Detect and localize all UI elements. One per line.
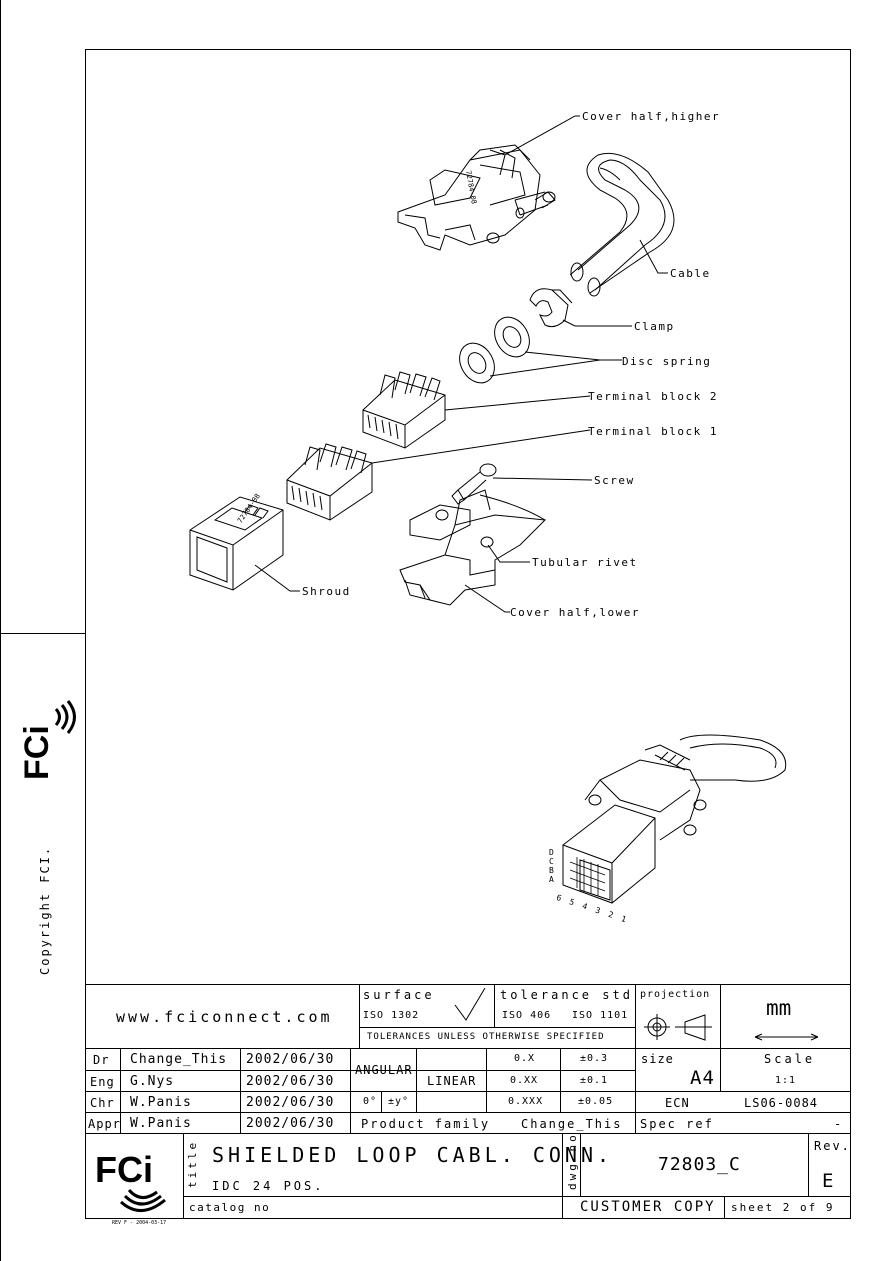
customer-copy: CUSTOMER COPY (580, 1199, 716, 1215)
size-value: A4 (690, 1067, 715, 1089)
copyright-label: Copyright FCI. (38, 845, 52, 975)
label-tubular-rivet: Tubular rivet (532, 556, 638, 569)
angular-label: ANGULAR (355, 1063, 413, 1077)
shroud-part (189, 496, 284, 591)
catalog-label: catalog no (189, 1201, 271, 1214)
name-eng: G.Nys (130, 1074, 175, 1089)
name-chr: W.Panis (130, 1095, 192, 1110)
sheet-indicator: sheet 2 of 9 (731, 1201, 835, 1214)
row-marker: C (549, 857, 554, 866)
fci-logo-side: FCi (18, 700, 76, 780)
tolerance-std-1: ISO 406 (502, 1010, 552, 1021)
label-cover-half-higher: Cover half,higher (582, 110, 721, 123)
svg-text:FCi: FCi (95, 1149, 153, 1190)
assembled-view (562, 734, 787, 904)
scale-value: 1:1 (775, 1075, 797, 1086)
label-cover-half-lower: Cover half,lower (510, 606, 640, 619)
dwg-no-label: dwg no (566, 1132, 579, 1190)
date-eng: 2002/06/30 (246, 1074, 335, 1089)
product-family-value: Change_This (521, 1117, 623, 1131)
row-marker: D (549, 848, 554, 857)
website[interactable]: www.fciconnect.com (116, 1008, 333, 1026)
label-terminal-block-2: Terminal block 2 (588, 390, 718, 403)
tolerance-std-2: ISO 1101 (572, 1010, 629, 1021)
title-block-grid (85, 984, 850, 1218)
name-dr: Change_This (130, 1052, 228, 1067)
scale-label: Scale (764, 1052, 816, 1066)
date-chr: 2002/06/30 (246, 1095, 335, 1110)
disc-spring-parts (459, 316, 530, 384)
row-markers: D C B A (549, 848, 557, 884)
svg-text:FCi: FCi (18, 725, 56, 780)
surface-std: ISO 1302 (363, 1010, 420, 1021)
label-shroud: Shroud (302, 585, 351, 598)
size-label: size (641, 1052, 674, 1066)
clamp-part (529, 288, 573, 328)
label-cable: Cable (670, 267, 711, 280)
cable-part (569, 152, 675, 297)
angular-value-2: ±y° (388, 1096, 410, 1107)
linear-tol-2: ±0.1 (580, 1075, 609, 1086)
row-marker: B (549, 866, 554, 875)
row-marker: A (549, 875, 554, 884)
angular-value-1: 0° (363, 1096, 378, 1107)
surface-label: surface (363, 988, 435, 1002)
fci-logo-title: FCi (95, 1149, 166, 1212)
role-appr: Appr (88, 1117, 121, 1131)
label-screw: Screw (594, 474, 635, 487)
projection-label: projection (640, 989, 711, 1000)
linear-dim-3: 0.XXX (508, 1096, 544, 1107)
label-clamp: Clamp (634, 320, 675, 333)
label-disc-spring: Disc spring (622, 355, 712, 368)
linear-tol-1: ±0.3 (580, 1053, 609, 1064)
units-value: mm (766, 996, 792, 1020)
cover-half-lower-part (399, 489, 547, 606)
terminal-block-2-part (362, 371, 446, 449)
spec-ref-value: - (834, 1117, 843, 1131)
exploded-view (189, 115, 675, 613)
title-line-1: SHIELDED LOOP CABL. CONN. (212, 1143, 614, 1167)
spec-ref-label: Spec ref (640, 1117, 714, 1131)
rev-label: Rev. (814, 1139, 851, 1153)
rev-value: E (822, 1170, 835, 1192)
name-appr: W.Panis (130, 1116, 192, 1131)
tolerance-label: tolerance std (500, 988, 633, 1002)
label-terminal-block-1: Terminal block 1 (588, 425, 718, 438)
cover-half-higher-part (397, 144, 556, 251)
ecn-label: ECN (665, 1096, 690, 1110)
title-line-2: IDC 24 POS. (212, 1179, 325, 1193)
footer-code: REV F - 2004-03-17 (112, 1220, 167, 1226)
terminal-block-1-part (286, 443, 373, 521)
role-dr: Dr (93, 1053, 110, 1067)
date-dr: 2002/06/30 (246, 1052, 335, 1067)
linear-dim-1: 0.X (514, 1053, 536, 1064)
title-label: title (186, 1139, 199, 1188)
linear-tol-3: ±0.05 (578, 1096, 614, 1107)
drawing-number: 72803_C (658, 1154, 741, 1175)
linear-label: LINEAR (427, 1074, 477, 1088)
date-appr: 2002/06/30 (246, 1116, 335, 1131)
screw-part (451, 463, 497, 505)
linear-dim-2: 0.XX (510, 1075, 539, 1086)
ecn-value: LS06-0084 (744, 1096, 819, 1110)
role-chr: Chr (90, 1096, 115, 1110)
copyright-text: Copyright FCI. (38, 846, 52, 975)
product-family-label: Product family (361, 1117, 491, 1131)
role-eng: Eng (90, 1075, 115, 1089)
tolerance-note: TOLERANCES UNLESS OTHERWISE SPECIFIED (367, 1032, 605, 1042)
